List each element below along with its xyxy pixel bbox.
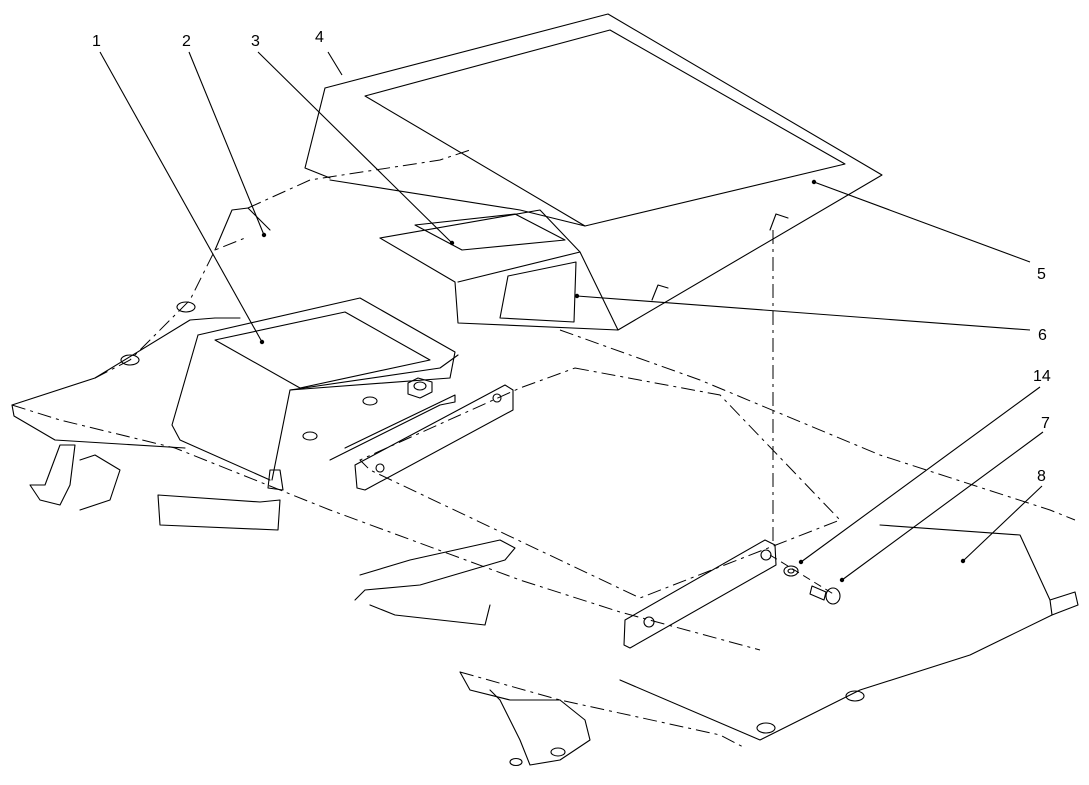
mounting-brackets [329,384,777,649]
hardware [769,230,841,605]
hood-cover [304,13,883,331]
callout-5: 5 [1037,266,1046,283]
callout-4: 4 [315,29,324,46]
callout-3: 3 [251,33,260,50]
callout-8: 8 [1037,468,1046,485]
callout-14: 14 [1033,368,1051,385]
callout-leaders [99,51,1044,583]
platform-frame [11,149,1079,767]
callout-2: 2 [182,33,191,50]
callout-6: 6 [1038,327,1047,344]
callout-labels: 1 2 3 4 5 6 14 7 8 [92,29,1051,485]
control-box [171,297,459,491]
callout-7: 7 [1041,415,1050,432]
callout-1: 1 [92,33,101,50]
decals [414,213,577,323]
